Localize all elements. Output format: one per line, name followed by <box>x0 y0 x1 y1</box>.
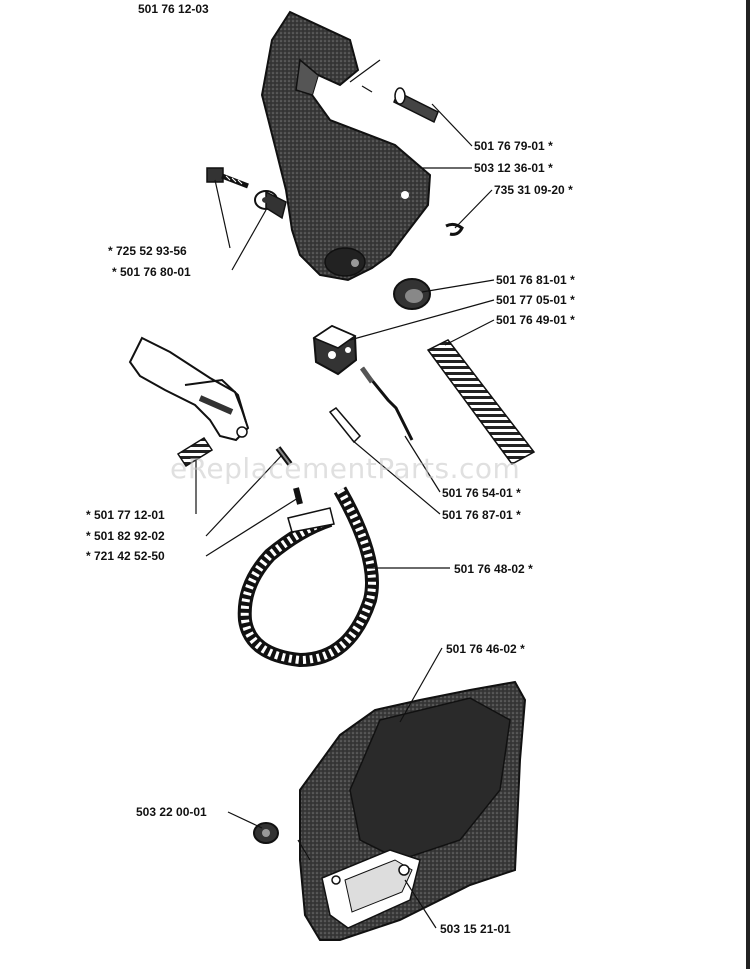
cover-nut-part <box>253 822 279 844</box>
part-label-501767901: 501 76 79-01 * <box>474 139 553 153</box>
watermark-text: eReplacementParts.com <box>170 452 521 485</box>
brake-lever-part <box>260 10 432 282</box>
nut-part <box>393 278 431 310</box>
screw-part <box>206 167 249 189</box>
page-edge <box>746 0 750 969</box>
part-label-503220001: 503 22 00-01 <box>136 805 207 819</box>
part-label-721425250: * 721 42 52-50 <box>86 549 165 563</box>
block-part <box>312 324 358 376</box>
link-part <box>328 407 362 444</box>
clutch-cover-part <box>299 680 527 941</box>
part-label-725529356: * 725 52 93-56 <box>108 244 187 258</box>
part-label-501829202: * 501 82 92-02 <box>86 529 165 543</box>
handle-part <box>128 336 250 442</box>
part-label-501768101: 501 76 81-01 * <box>496 273 575 287</box>
clip-part <box>445 222 464 236</box>
roll-pin-part <box>293 487 303 505</box>
small-pin-part <box>275 446 293 466</box>
part-label-501765401: 501 76 54-01 * <box>442 486 521 500</box>
header-part-number: 501 76 12-03 <box>138 2 209 16</box>
brake-band-part <box>237 486 379 668</box>
part-label-501764602: 501 76 46-02 * <box>446 642 525 656</box>
bushing-part <box>254 190 287 220</box>
part-label-501764802: 501 76 48-02 * <box>454 562 533 576</box>
part-label-501764901: 501 76 49-01 * <box>496 313 575 327</box>
spring-part <box>426 339 536 465</box>
pin-part <box>393 87 439 124</box>
part-label-501768001: * 501 76 80-01 <box>112 265 191 279</box>
part-label-503123601: 503 12 36-01 * <box>474 161 553 175</box>
part-label-501768701: 501 76 87-01 * <box>442 508 521 522</box>
part-label-735310920: 735 31 09-20 * <box>494 183 573 197</box>
rod-part <box>359 366 414 441</box>
part-label-501771201: * 501 77 12-01 <box>86 508 165 522</box>
part-label-501770501: 501 77 05-01 * <box>496 293 575 307</box>
part-label-503152101: 503 15 21-01 <box>440 922 511 936</box>
leader-lines <box>195 59 495 929</box>
small-spring-part <box>176 436 214 468</box>
